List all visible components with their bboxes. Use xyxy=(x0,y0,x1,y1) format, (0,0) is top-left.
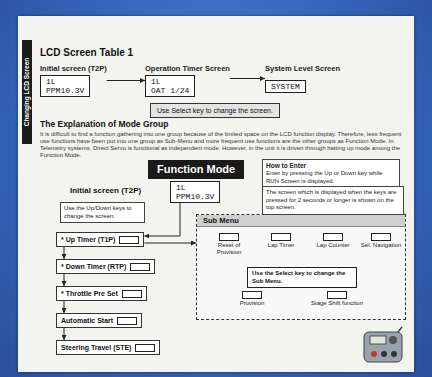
note-box: Use the Up/Down keys to change the scree… xyxy=(60,202,145,223)
lcd-text: 1L xyxy=(176,183,214,192)
lcd-panel: 1LPPM10.3V xyxy=(170,181,220,203)
lcd-text: SYSTEM xyxy=(271,82,300,91)
transmitter-illustration xyxy=(360,326,406,366)
banner-title: Function Mode xyxy=(157,163,235,176)
lcd-icon xyxy=(122,290,142,298)
submenu-label: Lap Counter xyxy=(311,242,355,249)
connector xyxy=(144,203,180,236)
menu-label: * Down Timer (RTP) xyxy=(61,262,126,271)
lcd-icon xyxy=(117,317,137,325)
submenu-region: Sub MenuReset of Provision Lap Timer Lap C… xyxy=(196,214,406,320)
submenu-label: Reset of Provision xyxy=(207,242,251,256)
submenu-label: Provision xyxy=(227,300,277,307)
lcd-icon xyxy=(271,233,291,241)
menu-item: * Throttle Pre Set xyxy=(56,286,147,301)
note-text: Use the Up/Down keys to change the scree… xyxy=(64,205,141,220)
menu-item: * Up Timer (T1P) xyxy=(56,232,144,247)
lcd-icon xyxy=(130,263,150,271)
menu-item: Automatic Start xyxy=(56,313,142,328)
connector xyxy=(64,301,65,313)
submenu-item: Provision xyxy=(227,291,277,307)
note-text: Enter by pressing the Up or Down key whi… xyxy=(266,170,396,185)
note-text: The screen which is displayed when the k… xyxy=(266,189,400,212)
note-box: The screen which is displayed when the k… xyxy=(262,186,404,215)
lcd-panel: SYSTEM xyxy=(265,80,306,93)
connector xyxy=(64,274,65,286)
instruction-text: Use Select key to change the screen. xyxy=(157,106,273,115)
region-heading: Sub Menu xyxy=(197,215,405,227)
submenu-item: Lap Counter xyxy=(311,233,355,249)
screen-heading: Initial screen (T2P) xyxy=(40,64,107,73)
menu-item: Steering Travel (STE) xyxy=(56,340,160,355)
submenu-label: Lap Timer xyxy=(259,242,303,249)
screen-heading: Operation Timer Screen xyxy=(145,64,230,73)
body-text: It is difficult to find a function gathe… xyxy=(40,131,402,159)
connector xyxy=(64,328,65,340)
lcd-panel: 1LOAT 1/24 xyxy=(145,75,195,97)
screen-heading: System Level Screen xyxy=(265,64,340,73)
connector xyxy=(107,80,145,81)
lcd-screen: Initial screen (T2P) 1LPPM10.3V xyxy=(40,64,107,97)
lcd-text: 1L xyxy=(151,77,189,86)
connector xyxy=(64,247,65,259)
submenu-label: Stage Shift function xyxy=(307,300,367,307)
submenu-item: Lap Timer xyxy=(259,233,303,249)
menu-label: Automatic Start xyxy=(61,316,113,325)
lcd-icon xyxy=(119,236,139,244)
note-heading: How to Enter xyxy=(266,162,396,170)
note-box: Use the Select key to change the Sub Men… xyxy=(247,267,357,288)
screen-label: Initial screen (T2P) xyxy=(70,186,141,196)
lcd-screen: Operation Timer Screen 1LOAT 1/24 xyxy=(145,64,230,97)
lcd-screen: 1LPPM10.3V xyxy=(170,181,220,203)
menu-label: * Up Timer (T1P) xyxy=(61,235,115,244)
lcd-icon xyxy=(323,233,343,241)
menu-label: * Throttle Pre Set xyxy=(61,289,118,298)
section-heading: The Explanation of Mode Group xyxy=(40,119,168,129)
menu-item: * Down Timer (RTP) xyxy=(56,259,155,274)
note-text: Use the Select key to change the Sub Men… xyxy=(252,270,352,285)
lcd-icon xyxy=(371,233,391,241)
submenu-item: Reset of Provision xyxy=(207,233,251,256)
lcd-icon xyxy=(219,233,239,241)
lcd-text: 1L xyxy=(46,77,84,86)
menu-label: Steering Travel (STE) xyxy=(61,343,131,352)
page-heading: LCD Screen Table 1 xyxy=(40,47,133,59)
submenu-item: Stage Shift function xyxy=(307,291,367,307)
lcd-text: PPM10.3V xyxy=(176,192,214,201)
lcd-icon xyxy=(135,344,155,352)
section-banner: Function Mode xyxy=(148,160,244,179)
lcd-icon xyxy=(242,291,262,299)
lcd-panel: 1LPPM10.3V xyxy=(40,75,90,97)
submenu-item: Sel. Navigation xyxy=(359,233,403,249)
submenu-label: Sel. Navigation xyxy=(359,242,403,249)
connector xyxy=(230,78,265,79)
lcd-text: PPM10.3V xyxy=(46,86,84,95)
instruction-bar: Use Select key to change the screen. xyxy=(150,103,280,118)
lcd-text: OAT 1/24 xyxy=(151,86,189,95)
lcd-icon xyxy=(327,291,347,299)
lcd-screen: System Level ScreenSYSTEM xyxy=(265,64,340,93)
connector xyxy=(144,243,196,244)
side-tab-text: Changing LCD Screen xyxy=(23,58,31,127)
note-box: How to EnterEnter by pressing the Up or … xyxy=(262,159,400,188)
